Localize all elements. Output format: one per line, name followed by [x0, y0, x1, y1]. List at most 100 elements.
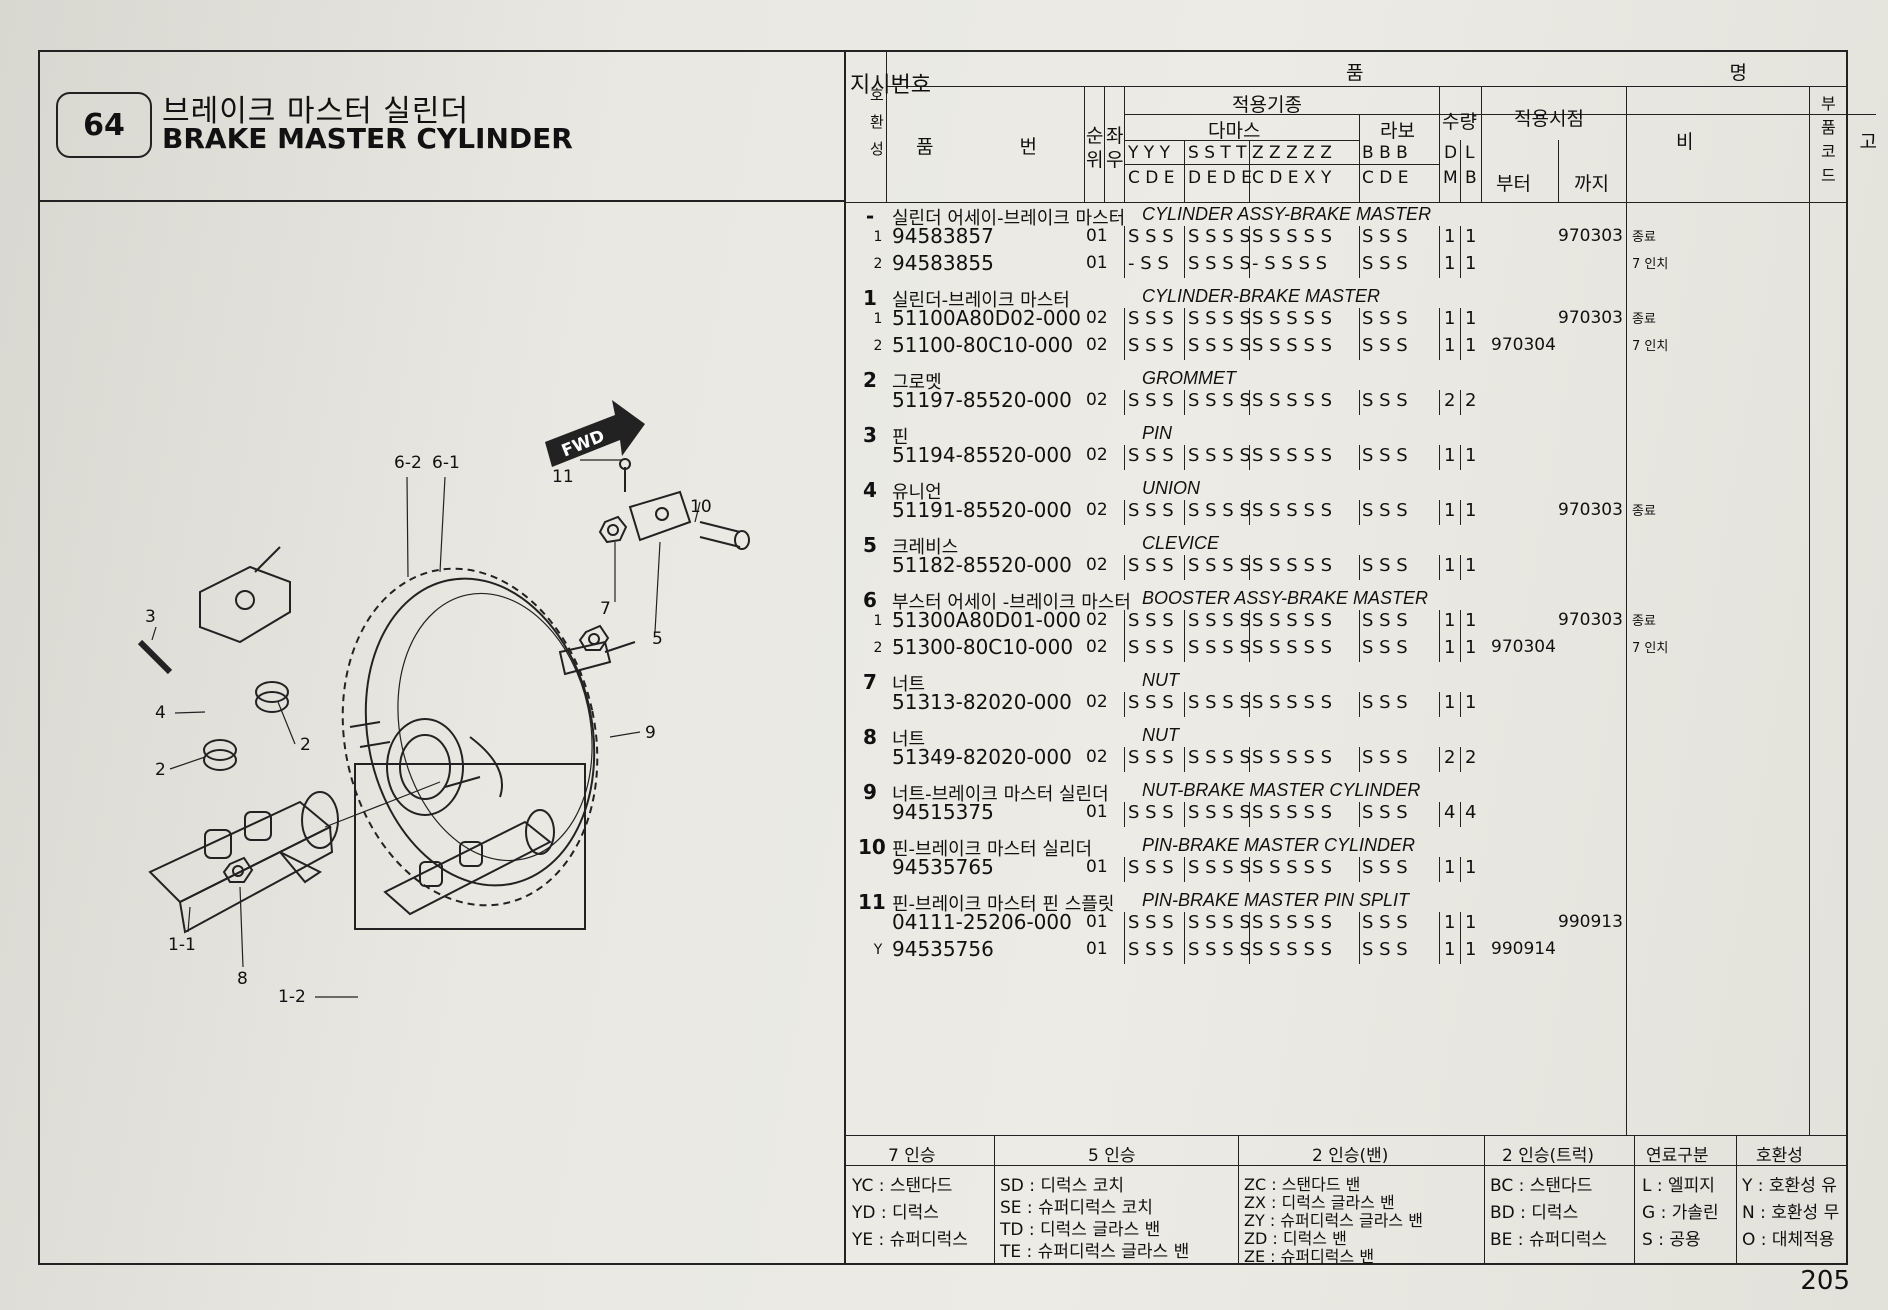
qty-dm: 1: [1444, 692, 1456, 713]
row-separator: [1439, 912, 1440, 964]
damas-yyy-applicability: S S S: [1128, 555, 1174, 576]
legend-entry: YD : 디럭스: [852, 1203, 939, 1223]
row-separator: [1124, 500, 1125, 525]
header-to: 까지: [1574, 173, 1609, 195]
header-qty-d: D: [1444, 143, 1458, 163]
order-code: 02: [1086, 692, 1108, 712]
header-part-code: 부품코드: [1821, 94, 1836, 185]
legend-entry: G : 가솔린: [1642, 1203, 1719, 1223]
qty-dm: 1: [1444, 555, 1456, 576]
order-code: 02: [1086, 555, 1108, 575]
damas-sstt-applicability: S S S S: [1188, 253, 1251, 274]
qty-dm: 1: [1444, 637, 1456, 658]
qty-lb: 1: [1465, 692, 1477, 713]
title-korean: 브레이크 마스터 실린더: [162, 94, 470, 129]
row-separator: [1249, 390, 1250, 415]
remark: 7 인치: [1632, 257, 1669, 272]
pin-drawing: [137, 639, 173, 675]
row-separator: [1439, 390, 1440, 415]
item-number: 11: [858, 890, 886, 914]
item-number: 4: [863, 478, 877, 502]
damas-zzzzz-applicability: S S S S S: [1252, 857, 1333, 878]
row-separator: [1124, 692, 1125, 717]
labo-applicability: S S S: [1362, 445, 1408, 466]
order-code: 01: [1086, 912, 1108, 932]
damas-zzzzz-applicability: S S S S S: [1252, 747, 1333, 768]
qty-dm: 1: [1444, 610, 1456, 631]
qty-dm: 1: [1444, 253, 1456, 274]
part-number: 51300-80C10-000: [892, 635, 1074, 659]
header-remarks: 비 고: [1676, 131, 1877, 153]
order-code: 02: [1086, 308, 1108, 328]
damas-yyy-applicability: S S S: [1128, 802, 1174, 823]
damas-yyy-applicability: S S S: [1128, 939, 1174, 960]
qty-lb: 1: [1465, 308, 1477, 329]
item-number: 9: [863, 780, 877, 804]
row-separator: [1439, 747, 1440, 772]
remark: 7 인치: [1632, 339, 1669, 354]
row-separator: [1439, 802, 1440, 827]
master-cylinder-drawing: [148, 781, 441, 934]
header-damas: 다마스: [1208, 120, 1261, 142]
row-separator: [1184, 226, 1185, 278]
labo-applicability: S S S: [1362, 939, 1408, 960]
qty-lb: 1: [1465, 253, 1477, 274]
row-separator: [1124, 747, 1125, 772]
header-quantity: 수량: [1442, 111, 1477, 133]
part-name-english: NUT-BRAKE MASTER CYLINDER: [1142, 780, 1421, 800]
part-name-english: CLEVICE: [1142, 533, 1220, 553]
row-separator: [1439, 610, 1440, 662]
part-name-english: PIN: [1142, 423, 1173, 443]
remark: 7 인치: [1632, 641, 1669, 656]
damas-sstt-applicability: S S S S: [1188, 747, 1251, 768]
part-number: 94535756: [892, 937, 994, 961]
header-code-yyy: Y Y Y: [1128, 143, 1170, 163]
labo-applicability: S S S: [1362, 637, 1408, 658]
qty-lb: 1: [1465, 555, 1477, 576]
part-number: 94583855: [892, 251, 994, 275]
item-number: 7: [863, 670, 877, 694]
damas-zzzzz-applicability: S S S S S: [1252, 335, 1333, 356]
qty-dm: 1: [1444, 308, 1456, 329]
order-code: 01: [1086, 253, 1108, 273]
sub-index: 1: [873, 311, 883, 327]
damas-zzzzz-applicability: - S S S S: [1252, 253, 1328, 274]
qty-dm: 1: [1444, 226, 1456, 247]
row-separator: [1359, 445, 1360, 470]
row-separator: [1439, 445, 1440, 470]
qty-lb: 1: [1465, 610, 1477, 631]
grommet-drawing: [203, 681, 289, 771]
damas-zzzzz-applicability: S S S S S: [1252, 939, 1333, 960]
damas-zzzzz-applicability: S S S S S: [1252, 802, 1333, 823]
qty-dm: 1: [1444, 335, 1456, 356]
row-separator: [1184, 747, 1185, 772]
damas-yyy-applicability: S S S: [1128, 912, 1174, 933]
row-separator: [1359, 500, 1360, 525]
applicable-to: 990913: [1558, 912, 1623, 932]
clevis-drawing: [619, 458, 750, 550]
qty-dm: 4: [1444, 802, 1456, 823]
header-applicable-models: 적용기종: [1232, 94, 1302, 116]
sub-index: 1: [873, 229, 883, 245]
row-separator: [1439, 692, 1440, 717]
damas-zzzzz-applicability: S S S S S: [1252, 610, 1333, 631]
part-name-english: NUT: [1142, 670, 1179, 690]
item-number: 8: [863, 725, 877, 749]
row-separator: [1460, 857, 1461, 882]
callout-3: 3: [145, 607, 156, 627]
item-number: 1: [863, 286, 877, 310]
row-separator: [1460, 445, 1461, 470]
row-separator: [1124, 555, 1125, 580]
damas-yyy-applicability: S S S: [1128, 308, 1174, 329]
inset-cylinder-drawing: [383, 809, 555, 916]
title-english: BRAKE MASTER CYLINDER: [162, 122, 573, 155]
damas-yyy-applicability: - S S: [1128, 253, 1169, 274]
parts-table: 지시번호 호환성 품 명 품 번 순위 좌우 적용기종 다마스 라보 수량 적용…: [846, 52, 1877, 1266]
row-separator: [1359, 226, 1360, 278]
damas-sstt-applicability: S S S S: [1188, 692, 1251, 713]
row-separator: [1249, 555, 1250, 580]
part-name-korean: 핀: [892, 427, 909, 448]
legend-entry: ZE : 슈퍼디럭스 밴: [1244, 1247, 1375, 1266]
row-separator: [1184, 390, 1185, 415]
labo-applicability: S S S: [1362, 857, 1408, 878]
